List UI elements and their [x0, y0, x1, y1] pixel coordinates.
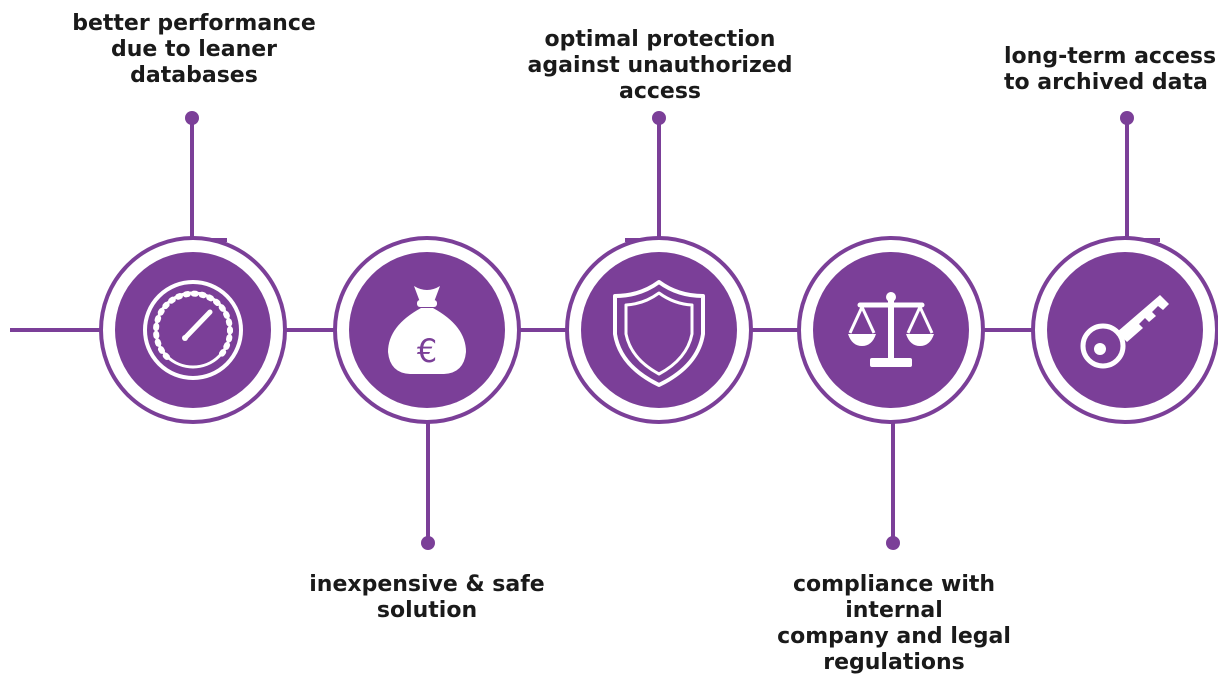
benefits-timeline: € — [10, 111, 1218, 550]
callout-inexpensive — [421, 422, 435, 550]
step-node-inexpensive: € — [333, 236, 521, 424]
step-node-protection — [565, 236, 753, 424]
benefit-label-performance: better performance due to leaner databas… — [72, 11, 316, 88]
shield-icon — [613, 280, 705, 387]
callout-performance — [185, 111, 227, 242]
euro-symbol: € — [417, 332, 437, 370]
step-node-compliance — [797, 236, 985, 424]
benefit-label-inexpensive: inexpensive & safe solution — [309, 572, 545, 623]
step-node-archive — [1031, 236, 1218, 424]
key-icon — [1080, 295, 1169, 369]
benefit-label-compliance: compliance with internal company and leg… — [777, 572, 1011, 675]
benefit-label-protection: optimal protection against unauthorized … — [527, 27, 793, 104]
euro-money-bag-icon: € — [388, 286, 466, 374]
scales-icon — [848, 292, 934, 367]
callout-protection — [625, 111, 666, 242]
callout-archive — [1120, 111, 1160, 242]
benefit-label-archive: long-term access to archived data — [1004, 44, 1217, 95]
speedometer-icon — [143, 280, 243, 380]
callout-compliance — [886, 420, 900, 550]
step-node-performance — [99, 236, 287, 424]
